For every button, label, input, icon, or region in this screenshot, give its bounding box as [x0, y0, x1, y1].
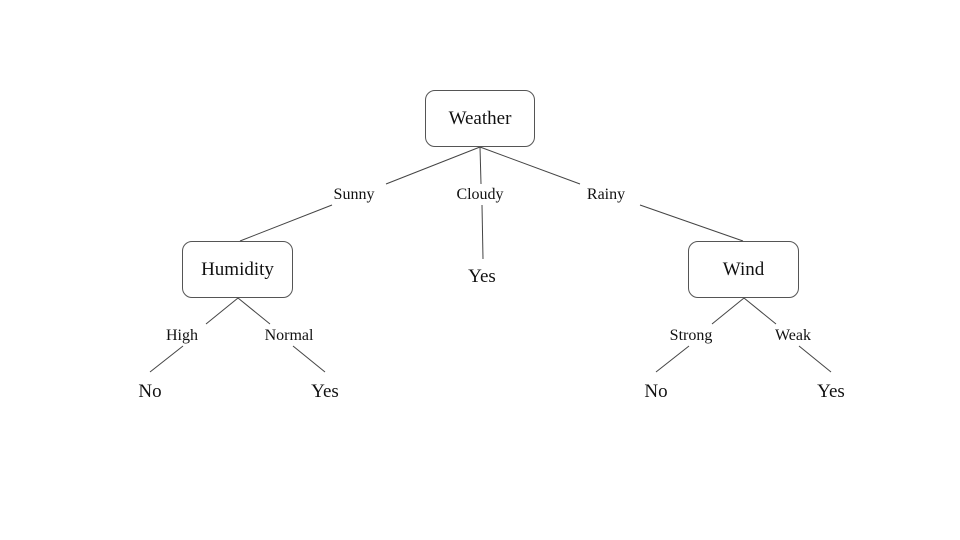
branch-label-sunny: Sunny	[333, 186, 375, 203]
node-weather-label: Weather	[448, 107, 512, 129]
leaf-normal-yes: Yes	[311, 381, 339, 402]
branch-label-normal: Normal	[264, 327, 314, 344]
branch-label-cloudy: Cloudy	[456, 186, 504, 203]
branch-label-strong: Strong	[669, 327, 713, 344]
node-humidity: Humidity	[182, 241, 293, 298]
branch-label-weak: Weak	[774, 327, 812, 344]
leaf-strong-no: No	[644, 381, 668, 402]
edge-high-no	[149, 345, 184, 373]
edge-humidity-high	[205, 297, 239, 325]
edge-normal-yes	[292, 345, 326, 373]
edge-cloudy-yes	[481, 204, 484, 260]
edge-weather-sunny	[385, 146, 481, 185]
edge-sunny-humidity	[239, 204, 333, 242]
edge-strong-no	[655, 345, 690, 373]
branch-label-high: High	[166, 327, 198, 344]
node-humidity-label: Humidity	[201, 258, 274, 280]
leaf-weak-yes: Yes	[817, 381, 845, 402]
leaf-high-no: No	[138, 381, 162, 402]
node-wind-label: Wind	[722, 258, 765, 280]
edge-humidity-normal	[237, 297, 271, 325]
edge-weather-cloudy	[479, 146, 482, 185]
edge-wind-strong	[711, 297, 745, 325]
edge-rainy-wind	[639, 204, 744, 242]
node-weather: Weather	[425, 90, 535, 147]
branch-label-rainy: Rainy	[586, 186, 626, 203]
node-wind: Wind	[688, 241, 799, 298]
leaf-cloudy-yes: Yes	[468, 266, 496, 287]
edge-wind-weak	[743, 297, 777, 325]
edge-weak-yes	[798, 345, 832, 373]
edge-weather-rainy	[479, 146, 581, 185]
